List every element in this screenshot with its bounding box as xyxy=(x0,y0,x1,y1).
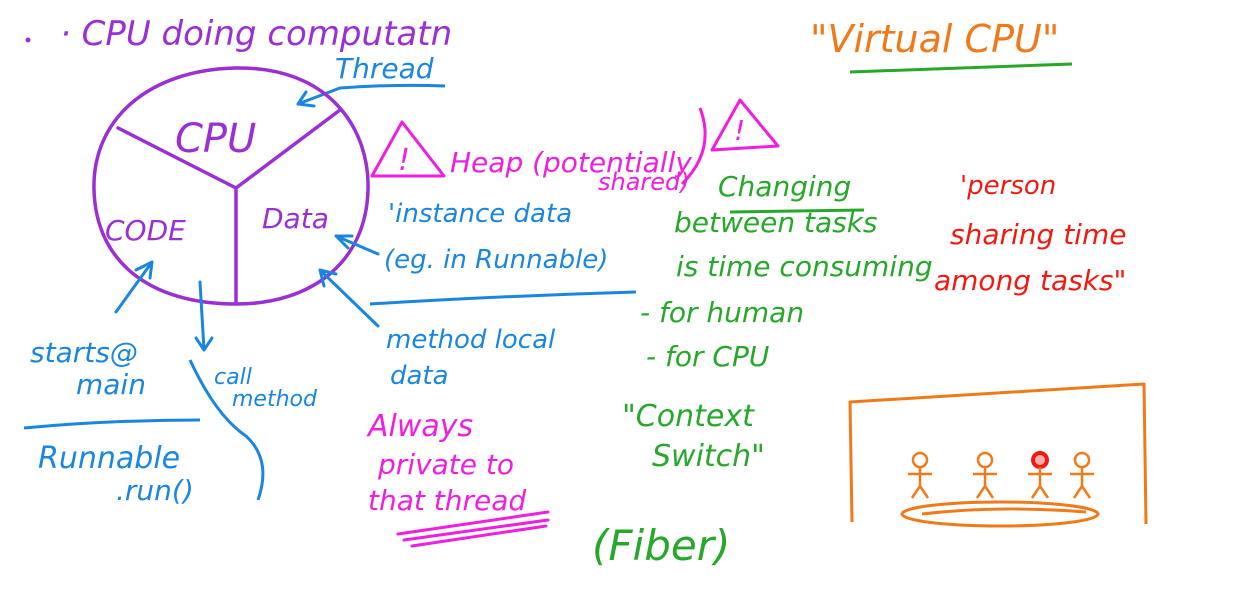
always-private-line3: that thread xyxy=(368,484,526,517)
illustration-frame xyxy=(848,382,1148,525)
changing-underline xyxy=(729,208,865,214)
person-sharing-line1: 'person xyxy=(960,171,1056,201)
heading-text: · CPU doing computatn xyxy=(60,14,452,54)
heap-shared-text: shared) xyxy=(598,168,690,196)
heading-dot xyxy=(25,37,31,43)
instance-divider-line xyxy=(369,290,637,306)
stick-figure xyxy=(1070,451,1094,499)
virtual-cpu-underline xyxy=(849,62,1073,74)
changing-line1: Changing xyxy=(718,170,851,203)
code-label: CODE xyxy=(105,214,186,247)
thread-underline xyxy=(339,83,446,90)
data-label: Data xyxy=(262,202,329,235)
main-underline xyxy=(23,418,201,430)
heap-text: Heap (potentially xyxy=(450,146,692,179)
thread-label: Thread xyxy=(335,52,434,85)
instance-data-line1: 'instance data xyxy=(388,199,572,229)
person-sharing-line2: sharing time xyxy=(950,218,1126,251)
instance-data-arrow xyxy=(334,234,380,256)
method-local-line1: method local xyxy=(386,325,556,355)
virtual-cpu-title: "Virtual CPU" xyxy=(810,17,1059,61)
context-switch-line1: "Context xyxy=(622,399,755,434)
method-local-line2: data xyxy=(390,361,449,391)
heap-warning-mark-right: ! xyxy=(734,114,745,147)
instance-data-line2: (eg. in Runnable) xyxy=(384,245,608,275)
always-private-line2: private to xyxy=(377,448,514,481)
cpu-circle-diagram: CPU CODE Data xyxy=(92,66,370,306)
fiber-label: (Fiber) xyxy=(592,521,730,570)
always-private-line1: Always xyxy=(366,409,473,444)
changing-line2: between tasks xyxy=(674,206,878,239)
table-ellipse xyxy=(900,500,1100,528)
context-switch-line2: Switch" xyxy=(652,439,765,474)
heap-warning-icon: ! xyxy=(370,120,446,178)
stick-figure-highlighted xyxy=(1028,451,1052,499)
cpu-label: CPU xyxy=(175,116,256,162)
person-sharing-line3: among tasks" xyxy=(934,264,1126,297)
runnable-line1: Runnable xyxy=(38,441,180,476)
runnable-line2: .run() xyxy=(116,474,194,507)
starts-main-line1: starts@ xyxy=(30,336,138,369)
changing-line5: - for CPU xyxy=(646,340,769,373)
heap-warning-mark: ! xyxy=(398,143,410,178)
starts-main-arrow xyxy=(114,260,154,314)
heap-warning-icon-right: ! xyxy=(710,98,780,152)
call-method-connector xyxy=(188,359,265,501)
call-method-line2: method xyxy=(232,387,318,412)
always-private-underline xyxy=(396,510,550,548)
changing-line3: is time consuming xyxy=(676,250,933,283)
heap-close-paren xyxy=(680,107,707,186)
starts-main-line2: main xyxy=(76,368,146,401)
cpu-circle xyxy=(92,66,370,306)
fiber-illustration-box xyxy=(848,382,1148,528)
stick-figure xyxy=(973,451,997,499)
thread-arrow xyxy=(296,86,342,108)
call-method-line1: call xyxy=(214,365,252,390)
table-inner-scribble xyxy=(921,507,1087,516)
stick-figure xyxy=(908,451,932,499)
changing-line4: - for human xyxy=(640,296,804,329)
method-local-arrow xyxy=(318,268,380,328)
call-method-arrow xyxy=(194,280,214,352)
